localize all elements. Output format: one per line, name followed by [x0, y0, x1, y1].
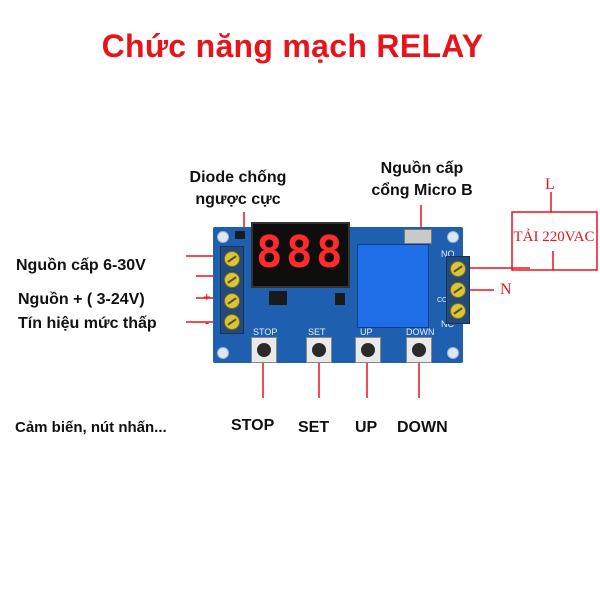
relay-component	[357, 244, 429, 328]
diode	[235, 231, 245, 239]
micro-b-port[interactable]	[404, 229, 432, 244]
signal-positive-label: Nguồn + ( 3-24V)	[18, 291, 145, 308]
load-line-label: L	[545, 176, 555, 193]
diode-label-line2: ngược cực	[195, 191, 281, 208]
transistor	[335, 293, 345, 305]
display-digit-3: 8	[316, 227, 343, 278]
input-terminal-block	[220, 246, 244, 334]
silk-stop: STOP	[253, 327, 278, 337]
neutral-label: N	[500, 281, 512, 298]
silk-minus: -	[205, 315, 210, 330]
mount-hole-bottom-left	[217, 347, 229, 359]
power-supply-label: Nguồn cấp 6-30V	[16, 257, 146, 274]
down-button[interactable]	[406, 337, 432, 363]
low-signal-label: Tín hiệu mức thấp	[18, 315, 157, 332]
led-display: 8 8 8	[251, 222, 350, 288]
com-screw[interactable]	[450, 282, 466, 298]
micro-b-label-line2: cổng Micro B	[371, 182, 473, 199]
up-label: UP	[355, 419, 378, 436]
stop-label: STOP	[231, 417, 275, 434]
display-digit-2: 8	[286, 227, 313, 278]
silk-no: NO	[441, 249, 455, 259]
set-label: SET	[298, 419, 330, 436]
diode-label-line1: Diode chống	[189, 169, 287, 186]
display-digit-1: 8	[256, 227, 283, 278]
mount-hole-top-right	[447, 231, 459, 243]
input-screw-4[interactable]	[224, 314, 240, 330]
mount-hole-bottom-right	[447, 347, 459, 359]
diode-label: Diode chống ngược cực	[178, 167, 298, 211]
nc-screw[interactable]	[450, 303, 466, 319]
down-label: DOWN	[397, 419, 448, 436]
silk-com: COM	[437, 297, 453, 304]
no-screw[interactable]	[450, 261, 466, 277]
input-screw-2[interactable]	[224, 272, 240, 288]
sensor-label: Cảm biến, nút nhấn...	[15, 419, 167, 436]
load-label: TẢI 220VAC	[513, 229, 595, 245]
silk-set: SET	[308, 327, 326, 337]
page-title: Chức năng mạch RELAY	[101, 28, 484, 64]
micro-b-label-line1: Nguồn cấp	[380, 160, 464, 177]
ic-chip	[269, 291, 287, 305]
mount-hole-top-left	[217, 231, 229, 243]
silk-plus: +	[203, 289, 211, 304]
silk-down: DOWN	[406, 327, 435, 337]
output-terminal-block	[446, 256, 470, 324]
up-button[interactable]	[355, 337, 381, 363]
load-box-border-left	[511, 192, 554, 271]
set-button[interactable]	[306, 337, 332, 363]
input-screw-1[interactable]	[224, 251, 240, 267]
stop-button[interactable]	[251, 337, 277, 363]
input-screw-3[interactable]	[224, 293, 240, 309]
micro-b-label: Nguồn cấp cổng Micro B	[360, 158, 484, 202]
silk-up: UP	[360, 327, 373, 337]
load-box-border-right	[551, 211, 598, 271]
silk-nc: NC	[441, 319, 454, 329]
